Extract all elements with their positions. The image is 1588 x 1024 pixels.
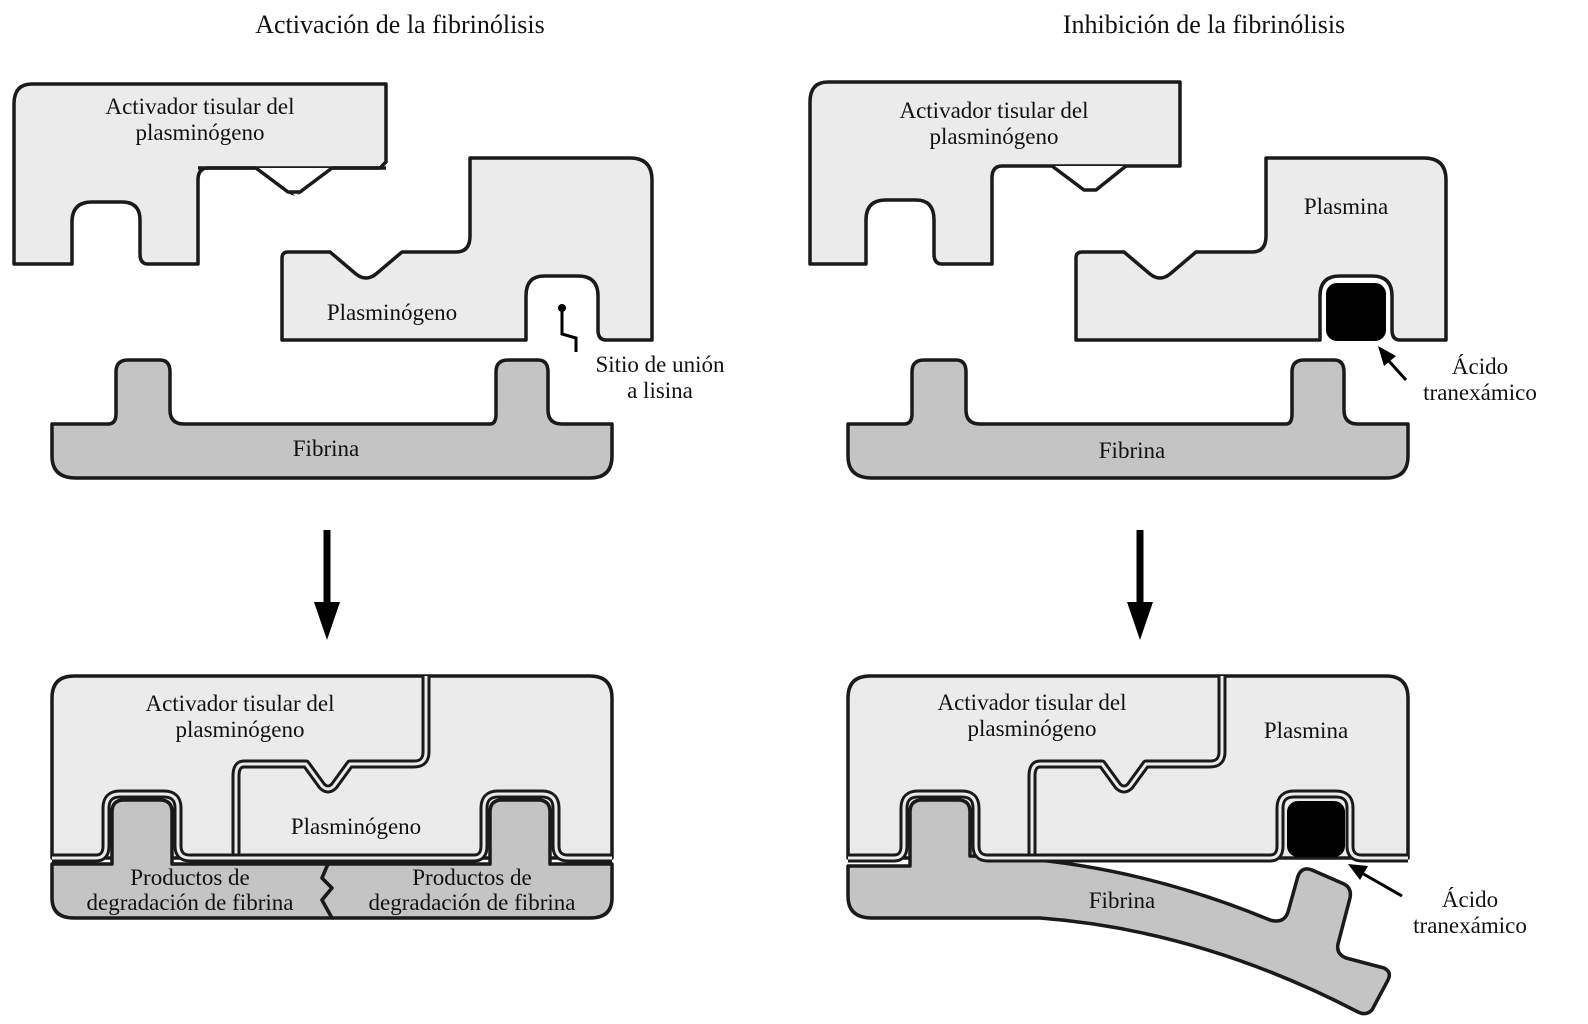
- right-down-arrow: [1127, 530, 1153, 640]
- left-bottom-complex: Activador tisular del plasminógeno Plasm…: [50, 674, 614, 920]
- left-bottom-activator-label-1: Activador tisular del: [145, 691, 334, 716]
- left-top-fibrin-label: Fibrina: [293, 436, 359, 461]
- left-top-fibrin: Fibrina: [50, 358, 614, 480]
- right-bottom-plasmin-label: Plasmina: [1264, 718, 1348, 743]
- right-top-plasmin: Plasmina Ácido tranexámico: [1074, 156, 1537, 405]
- fdp-left-label-1: Productos de: [130, 865, 249, 890]
- right-top-activator-label-2: plasminógeno: [929, 124, 1058, 149]
- right-top-fibrin-label: Fibrina: [1099, 438, 1165, 463]
- right-bottom-complex: Activador tisular del plasminógeno Plasm…: [846, 674, 1527, 1016]
- left-down-arrow: [314, 530, 340, 640]
- left-top-plasminogen: Plasminógeno Sitio de unión a lisina: [280, 156, 725, 403]
- tranexamic-acid-pointer-bottom: [1348, 864, 1403, 898]
- right-panel-title: Inhibición de la fibrinólisis: [1063, 10, 1345, 39]
- right-bottom-activator-label-2: plasminógeno: [967, 716, 1096, 741]
- right-bottom-activator-label-1: Activador tisular del: [937, 690, 1126, 715]
- right-bottom-fibrin-label: Fibrina: [1089, 888, 1155, 913]
- left-top-plasminogen-label: Plasminógeno: [327, 300, 457, 325]
- right-bottom-txa-label-1: Ácido: [1442, 887, 1498, 912]
- left-panel-title: Activación de la fibrinólisis: [255, 10, 545, 39]
- tranexamic-acid-pointer: [1378, 346, 1408, 382]
- lysine-binding-site-leader: [560, 308, 578, 352]
- right-top-activator: Activador tisular del plasminógeno: [808, 80, 1182, 266]
- right-top-activator-label-1: Activador tisular del: [899, 98, 1088, 123]
- right-top-txa-label-1: Ácido: [1452, 354, 1508, 379]
- tranexamic-acid-block-bound: [1287, 801, 1345, 857]
- lysine-binding-site-label-1: Sitio de unión: [595, 352, 725, 377]
- right-top-txa-label-2: tranexámico: [1423, 380, 1537, 405]
- fdp-left-label-2: degradación de fibrina: [87, 890, 294, 915]
- left-bottom-activator-label-2: plasminógeno: [175, 717, 304, 742]
- left-top-activator-label-2: plasminógeno: [135, 120, 264, 145]
- right-bottom-txa-label-2: tranexámico: [1413, 913, 1527, 938]
- left-top-activator-label-1: Activador tisular del: [105, 94, 294, 119]
- right-top-plasmin-label: Plasmina: [1304, 194, 1388, 219]
- fdp-right-label-2: degradación de fibrina: [369, 890, 576, 915]
- fdp-right-label-1: Productos de: [412, 865, 531, 890]
- right-top-fibrin: Fibrina: [846, 358, 1410, 480]
- left-top-activator: Activador tisular del plasminógeno: [12, 82, 388, 266]
- lysine-binding-site-label-2: a lisina: [627, 378, 693, 403]
- tranexamic-acid-block: [1326, 283, 1386, 341]
- left-bottom-plasminogen-label: Plasminógeno: [291, 814, 421, 839]
